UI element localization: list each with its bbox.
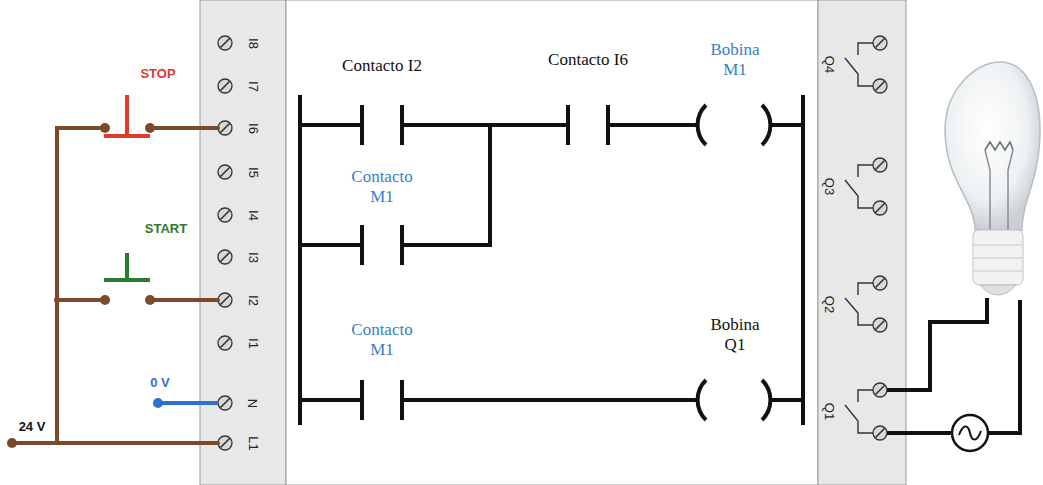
lamp xyxy=(945,62,1040,295)
wire-dots xyxy=(7,123,155,448)
coil-label: Bobina M1 xyxy=(700,40,770,79)
wire-dot xyxy=(153,398,163,408)
terminal-label: Q1 xyxy=(822,402,837,419)
terminal-label: I5 xyxy=(245,167,260,178)
lamp-wiring xyxy=(887,298,1020,433)
input-terminal-strip xyxy=(200,0,286,485)
neutral-wire xyxy=(158,401,218,405)
field-wiring xyxy=(12,128,218,443)
terminal-label: L1 xyxy=(245,436,260,450)
button-label: START xyxy=(145,222,187,237)
ac-source xyxy=(952,415,988,451)
output-screws xyxy=(873,36,887,440)
terminal-label: Q4 xyxy=(822,55,837,72)
output-terminal-strip xyxy=(818,0,906,485)
ladder-logic xyxy=(300,95,803,425)
terminal-label: I7 xyxy=(245,81,260,92)
terminal-label: Q3 xyxy=(822,177,837,194)
terminal-label: N xyxy=(245,398,260,407)
contact-label: Contacto I2 xyxy=(342,56,422,76)
terminal-label: Q2 xyxy=(822,295,837,312)
supply-label: 24 V xyxy=(19,420,46,435)
ladder-area xyxy=(286,0,818,485)
supply-label: 0 V xyxy=(150,376,170,391)
contact-label: Contacto M1 xyxy=(342,167,422,206)
terminal-label: I8 xyxy=(245,38,260,49)
terminal-label: I2 xyxy=(245,295,260,306)
terminal-label: I6 xyxy=(245,123,260,134)
contact-label: Contacto M1 xyxy=(342,320,422,359)
start-button xyxy=(104,253,150,280)
button-label: STOP xyxy=(140,67,175,82)
contact-label: Contacto I6 xyxy=(548,50,628,70)
input-screws xyxy=(218,36,232,450)
terminal-label: I4 xyxy=(245,210,260,221)
terminal-label: I1 xyxy=(245,338,260,349)
output-relay-contacts xyxy=(845,43,873,433)
coil-label: Bobina Q1 xyxy=(700,315,770,354)
terminal-label: I3 xyxy=(245,252,260,263)
stop-button xyxy=(104,95,150,136)
